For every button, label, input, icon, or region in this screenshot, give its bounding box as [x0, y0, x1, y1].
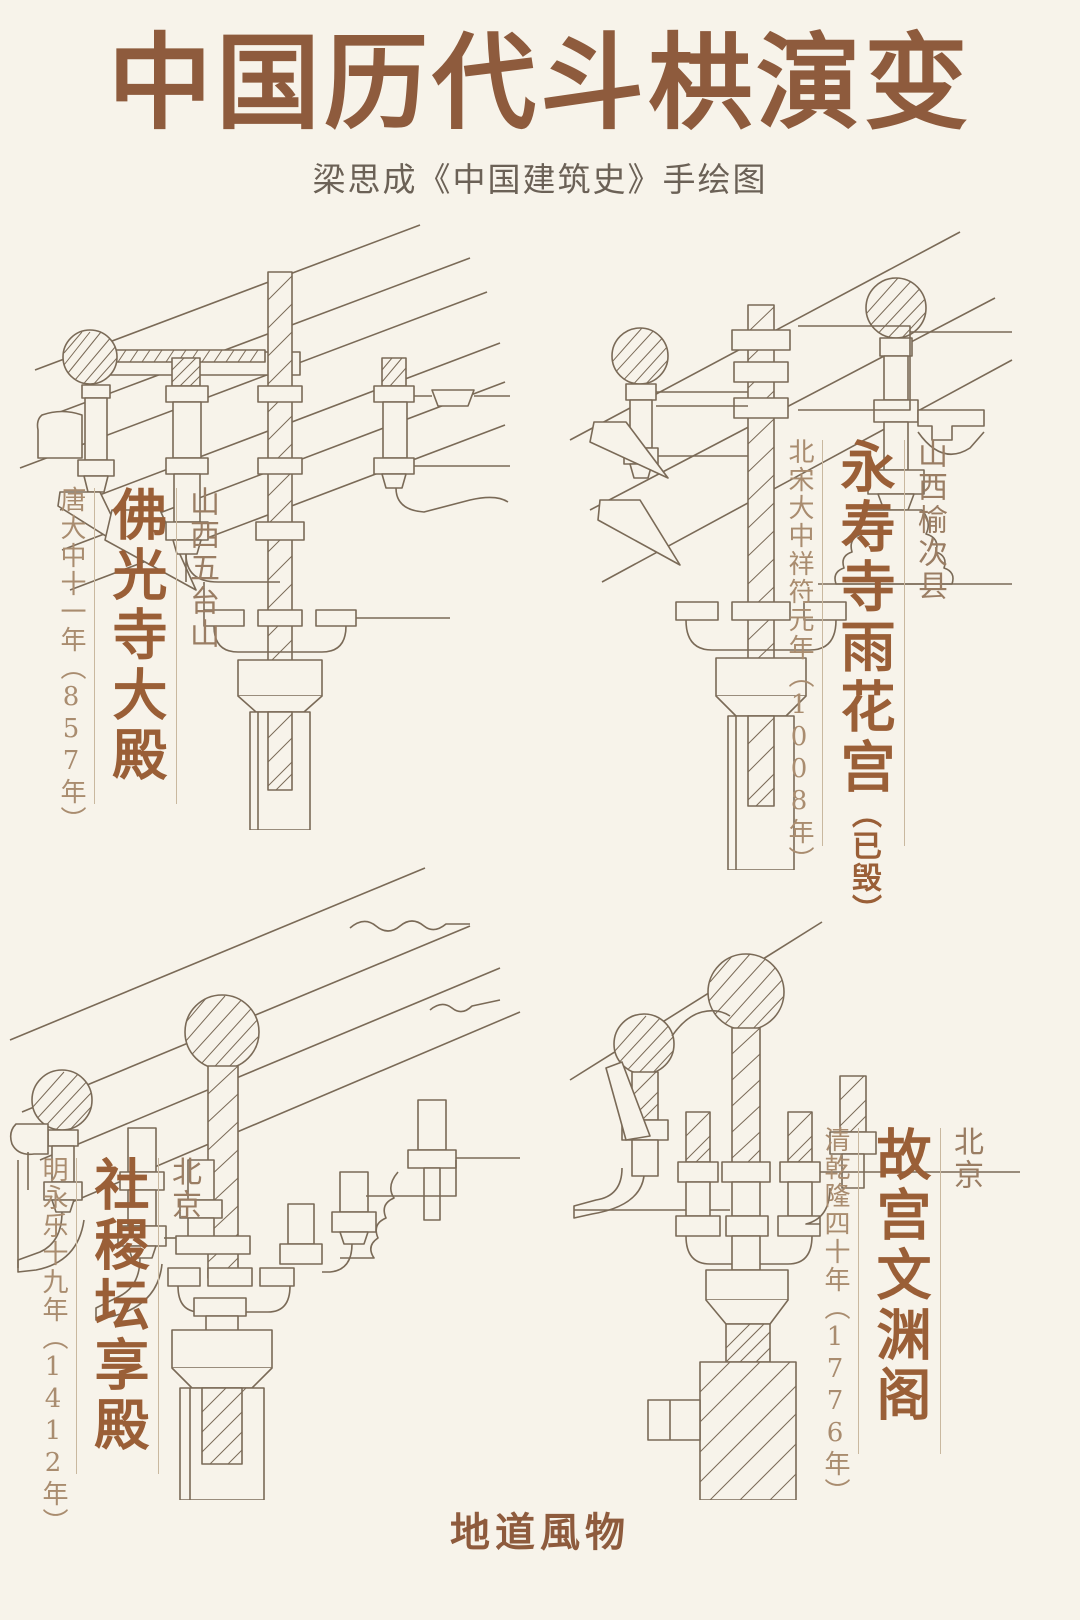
- panel-ming-date: 明永乐十九年（1412年）: [38, 1156, 68, 1536]
- label-divider: [858, 1128, 859, 1454]
- label-divider: [822, 440, 823, 846]
- panel-song-location: 山西榆次县: [912, 438, 947, 603]
- panel-song-name-main: 永寿寺雨花宫: [831, 438, 896, 798]
- page-subtitle: 梁思成《中国建筑史》手绘图: [312, 160, 768, 200]
- bracket-drawing-qing: [569, 921, 1020, 1500]
- footer-brand: 地道風物: [450, 1509, 630, 1556]
- bracket-drawing-song: [569, 231, 1013, 870]
- panel-qing-name: 故宫文渊阁: [867, 1126, 932, 1426]
- panel-ming-labels: 北京 社稷坛享殿 明永乐十九年（1412年）: [30, 1156, 207, 1536]
- page-title: 中国历代斗栱演变: [107, 21, 972, 144]
- header: 中国历代斗栱演变 梁思成《中国建筑史》手绘图: [0, 0, 1080, 201]
- panel-song-name-suffix: （已毁）: [846, 798, 881, 926]
- label-divider: [940, 1128, 941, 1454]
- panel-qing-labels: 北京 故宫文渊阁 清乾隆四十年（1776年）: [812, 1126, 989, 1506]
- panel-tang-name: 佛光寺大殿: [103, 486, 168, 786]
- panel-ming: 北京 社稷坛享殿 明永乐十九年（1412年）: [0, 860, 540, 1536]
- panel-tang: 山西五台山 佛光寺大殿 唐大中十一年（857年）: [0, 210, 540, 834]
- panel-song-name: 永寿寺雨花宫（已毁）: [823, 438, 904, 926]
- panel-song-date: 北宋大中祥符元年（1008年）: [784, 438, 814, 874]
- panel-ming-location: 北京: [166, 1156, 201, 1222]
- bracket-drawing-tang: [19, 224, 510, 830]
- panel-tang-labels: 山西五台山 佛光寺大殿 唐大中十一年（857年）: [48, 486, 225, 834]
- panel-ming-name: 社稷坛享殿: [85, 1156, 150, 1456]
- panel-song-labels: 山西榆次县 永寿寺雨花宫（已毁） 北宋大中祥符元年（1008年）: [776, 438, 953, 926]
- panel-tang-date: 唐大中十一年（857年）: [56, 486, 86, 834]
- panel-qing-date: 清乾隆四十年（1776年）: [820, 1126, 850, 1506]
- panel-qing-location: 北京: [948, 1126, 983, 1192]
- panel-qing: 北京 故宫文渊阁 清乾隆四十年（1776年）: [540, 900, 1080, 1506]
- panel-tang-location: 山西五台山: [184, 486, 219, 651]
- label-divider: [94, 488, 95, 804]
- label-divider: [176, 488, 177, 804]
- label-divider: [158, 1158, 159, 1474]
- panel-song: 山西榆次县 永寿寺雨花宫（已毁） 北宋大中祥符元年（1008年）: [560, 210, 1080, 926]
- label-divider: [76, 1158, 77, 1474]
- label-divider: [904, 440, 905, 846]
- bracket-drawing-ming: [9, 867, 521, 1500]
